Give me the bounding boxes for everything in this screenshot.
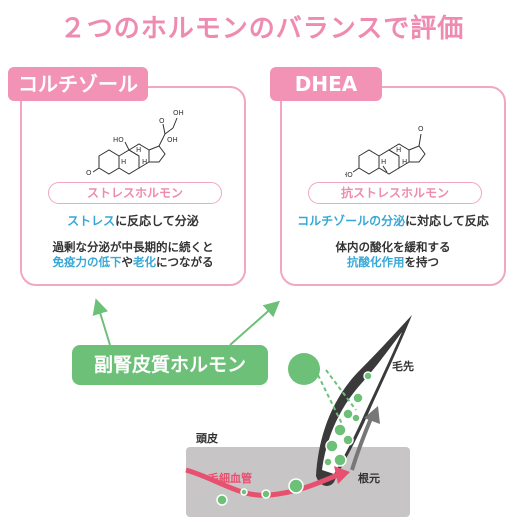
arrow-to-cortisol	[92, 298, 111, 346]
dhea-molecule-icon: O HO H H H	[345, 125, 426, 178]
svg-text:H: H	[402, 158, 407, 166]
cortisol-effect: 過剰な分泌が中長期的に続くと 免疫力の低下や老化につながる	[52, 240, 214, 269]
dhea-card: O HO H H H 抗ストレスホルモン コルチゾールの分泌に対応して反応 体内…	[280, 86, 506, 286]
svg-text:H: H	[142, 158, 147, 166]
adrenal-hormone-badge: 副腎皮質ホルモン	[72, 345, 268, 385]
dhea-role-pill: 抗ストレスホルモン	[308, 182, 482, 204]
svg-text:O: O	[159, 117, 165, 125]
svg-text:H: H	[396, 146, 401, 154]
growth-arrow	[350, 415, 374, 471]
page-title: ２つのホルモンのバランスで評価	[59, 14, 465, 44]
root-label: 根元	[358, 472, 380, 485]
cortisol-role-pill: ストレスホルモン	[48, 182, 222, 204]
svg-text:O: O	[86, 169, 92, 177]
dhea-effect: 体内の酸化を緩和する 抗酸化作用を持つ	[335, 240, 451, 269]
svg-text:OH: OH	[167, 136, 178, 144]
cortisol-description: ストレスに反応して分泌	[67, 214, 199, 228]
svg-text:OH: OH	[173, 109, 184, 117]
cortisol-molecule-icon: O O OH HO OH H H H	[86, 109, 184, 177]
cortisol-card: O O OH HO OH H H H ストレスホルモン ストレスに反応して分泌 …	[20, 86, 246, 286]
svg-text:HO: HO	[345, 171, 353, 178]
svg-text:HO: HO	[113, 136, 124, 144]
hormone-particles	[216, 371, 373, 506]
scalp-label: 頭皮	[196, 432, 218, 445]
cortisol-tab: コルチゾール	[8, 67, 148, 101]
svg-text:H: H	[121, 158, 126, 166]
hair-tip-label: 毛先	[392, 360, 414, 373]
svg-text:O: O	[418, 125, 424, 133]
capillary-label: 毛細血管	[208, 472, 252, 485]
dhea-description: コルチゾールの分泌に対応して反応	[297, 214, 489, 228]
dhea-tab: DHEA	[270, 67, 382, 101]
svg-text:H: H	[136, 146, 141, 154]
hormone-circle-large	[288, 353, 320, 385]
svg-text:H: H	[381, 158, 386, 166]
arrow-to-dhea	[229, 300, 280, 346]
